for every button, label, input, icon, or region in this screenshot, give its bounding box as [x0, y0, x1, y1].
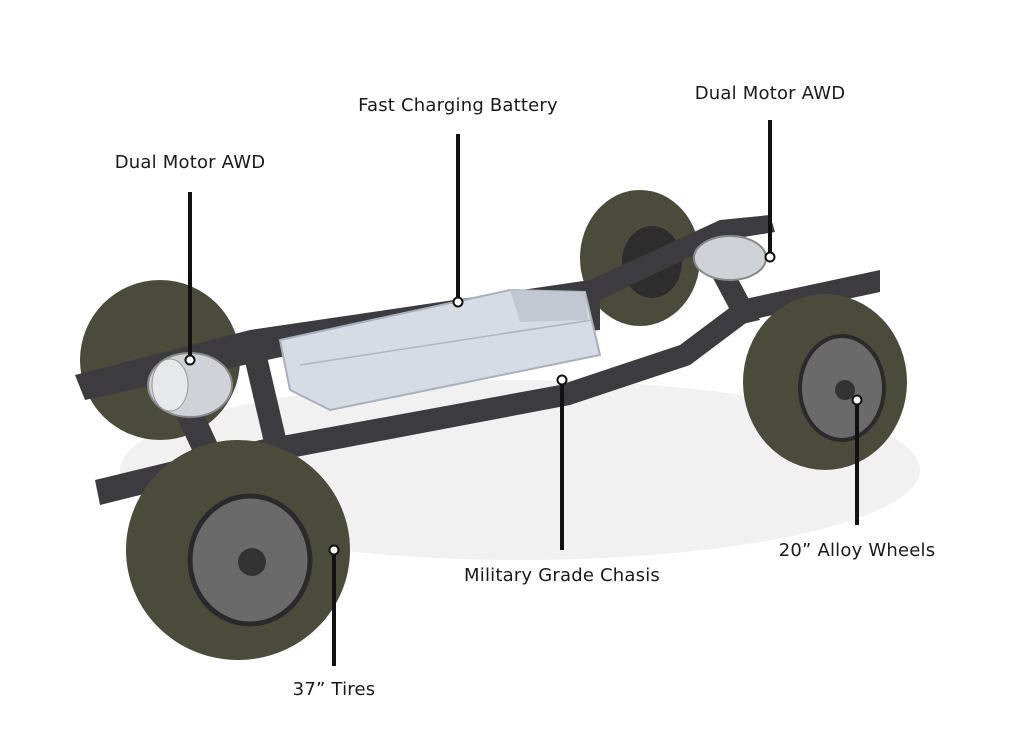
dot-tires [328, 544, 340, 556]
callout-battery: Fast Charging Battery [358, 95, 558, 116]
dot-chassis [556, 374, 568, 386]
front-motor [147, 352, 233, 418]
dot-motor-rear [764, 251, 776, 263]
dot-wheels [851, 394, 863, 406]
leader-lines [184, 120, 863, 666]
rear-motor [693, 235, 767, 281]
callout-tires: 37” Tires [292, 679, 376, 700]
wheel-front-near [126, 440, 350, 660]
callout-wheels: 20” Alloy Wheels [778, 540, 936, 561]
callout-chassis: Military Grade Chasis [464, 565, 660, 586]
battery-pack [278, 288, 602, 412]
wheel-rear-near [743, 294, 907, 470]
dot-battery [452, 296, 464, 308]
dot-motor-front [184, 354, 196, 366]
callout-motor-rear: Dual Motor AWD [694, 83, 846, 104]
callout-motor-front: Dual Motor AWD [114, 152, 266, 173]
